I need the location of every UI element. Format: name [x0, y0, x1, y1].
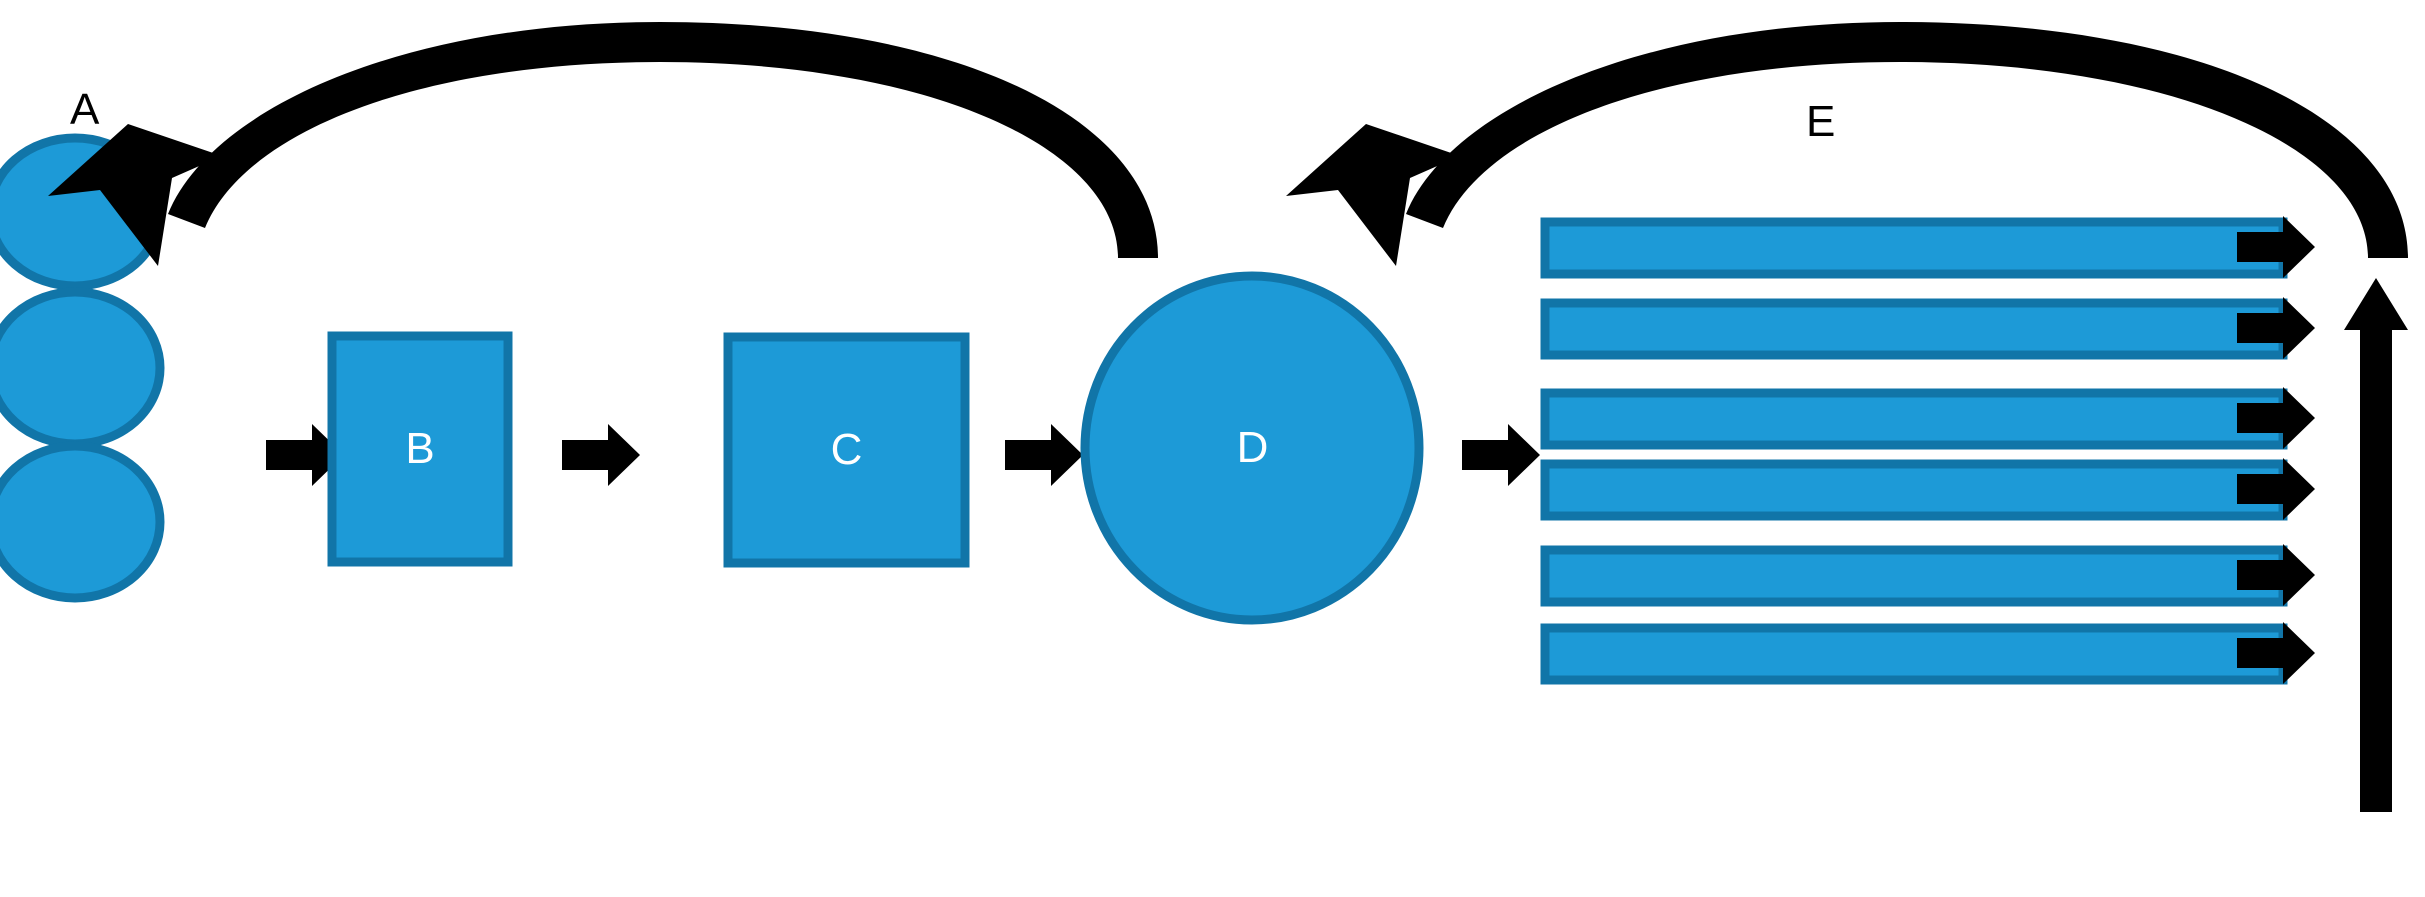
bar-2[interactable] — [1540, 297, 2315, 360]
circle-3[interactable] — [0, 441, 165, 603]
node-c-label: C — [830, 425, 863, 474]
node-d-label-wrap: D — [1085, 275, 1420, 620]
edge-vertical-arrow-up — [2344, 278, 2408, 812]
node-a-label: A — [70, 85, 100, 134]
bar-3[interactable] — [1540, 387, 2315, 450]
node-b-label: B — [405, 424, 435, 473]
edge-arrow-b-to-c — [562, 424, 640, 486]
edge-curved-arrow-e-to-d — [1286, 22, 2408, 266]
bar-1[interactable] — [1540, 216, 2315, 279]
node-d-label: D — [1236, 422, 1269, 472]
node-e-label: E — [1806, 97, 1836, 146]
node-b-label-wrap: B — [332, 336, 508, 562]
node-c-label-wrap: C — [728, 337, 965, 563]
circle-2[interactable] — [0, 287, 165, 449]
bar-5[interactable] — [1540, 544, 2315, 607]
node-c-rectangle[interactable] — [723, 332, 970, 568]
edge-curved-arrow-d-to-a — [48, 22, 1158, 266]
node-d-ellipse[interactable] — [1080, 271, 1424, 625]
node-e-bar-stack[interactable] — [1540, 216, 2315, 685]
bar-6[interactable] — [1540, 622, 2315, 685]
edge-arrow-d-to-e — [1462, 424, 1540, 486]
node-b-rectangle[interactable] — [327, 331, 513, 567]
edge-arrow-a-to-b — [266, 424, 344, 486]
bar-4[interactable] — [1540, 458, 2315, 521]
edge-arrow-c-to-d — [1005, 424, 1083, 486]
